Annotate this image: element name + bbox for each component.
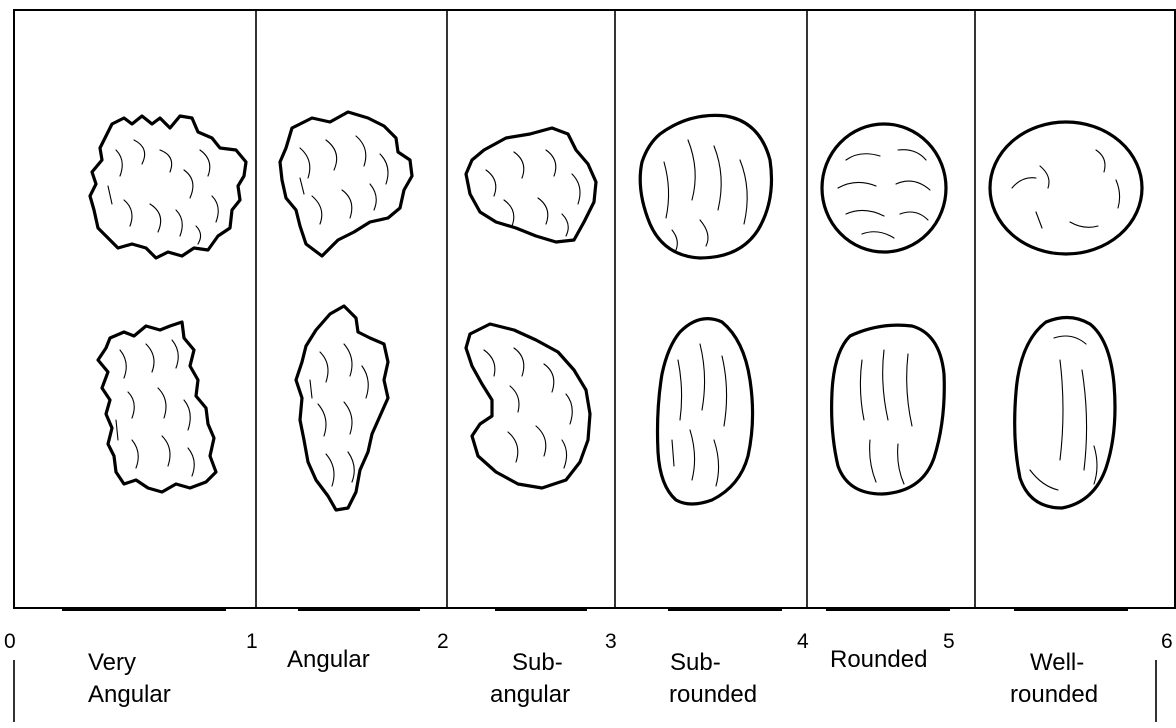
diagram-frame [14,10,1175,608]
class-labels: Very Angular Angular Sub- angular Sub- r… [88,646,1098,708]
class-label-rounded: Rounded [830,646,927,673]
class-label-very-angular-line-2: Angular [88,681,171,708]
scale-number-4: 4 [797,630,809,653]
rounded-pebble-bottom [832,325,945,494]
very-angular-pebble-bottom [98,322,216,492]
scale-number-6: 6 [1161,630,1173,653]
column-dividers [256,10,975,608]
scale-number-5: 5 [943,630,955,653]
class-label-angular: Angular [287,646,370,673]
class-label-very-angular-line-1: Very [88,649,136,676]
well-rounded-pebble-bottom [1015,317,1115,508]
sub-rounded-pebble-top [640,115,771,258]
angular-pebble-bottom [296,306,388,510]
class-label-sub-angular-line-1: Sub- [512,649,563,676]
sub-angular-pebble-bottom [466,324,590,488]
scale-number-2: 2 [437,630,449,653]
class-label-sub-angular-line-2: angular [490,681,570,708]
class-label-well-rounded-line-1: Well- [1030,649,1084,676]
class-label-sub-rounded-line-1: Sub- [670,649,721,676]
sub-angular-pebble-top [466,128,596,242]
scale-number-3: 3 [605,630,617,653]
class-label-well-rounded-line-2: rounded [1010,681,1098,708]
well-rounded-pebble-top [990,122,1142,254]
pebble-shapes [90,112,1142,510]
class-label-sub-rounded-line-2: rounded [669,681,757,708]
very-angular-pebble-top [90,116,246,258]
rounded-pebble-top [822,124,946,252]
sub-rounded-pebble-bottom [658,319,753,504]
scale-number-0: 0 [4,630,16,653]
scale-numbers: 0 1 2 3 4 5 6 [4,630,1173,653]
angular-pebble-top [280,112,412,256]
scale-number-1: 1 [246,630,258,653]
